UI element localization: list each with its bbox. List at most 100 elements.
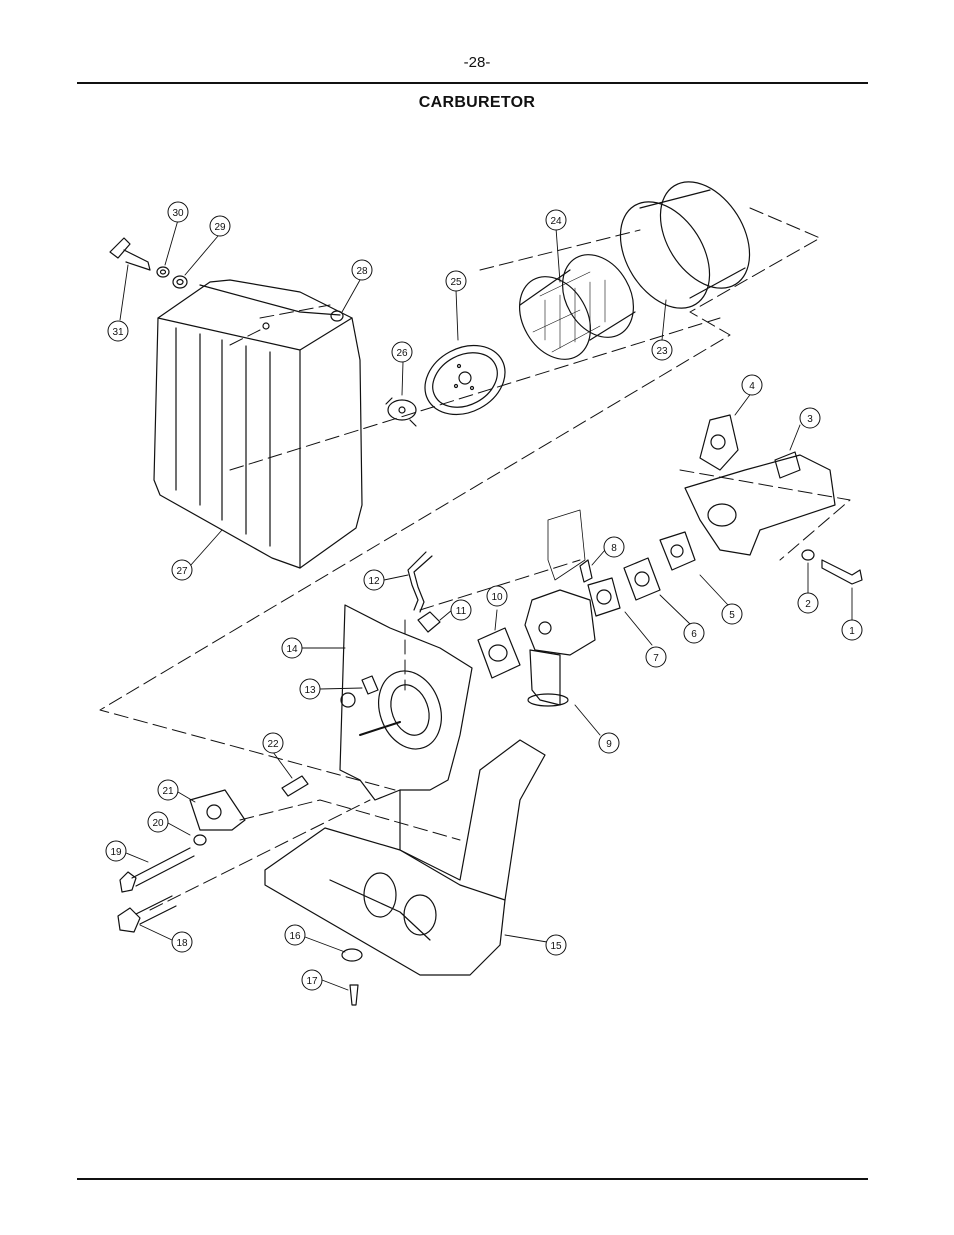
- part-11-clip: [417, 611, 441, 633]
- callout-5: 5: [721, 603, 743, 625]
- part-17-screw: [349, 984, 359, 1006]
- callout-6: 6: [683, 622, 705, 644]
- svg-text:30: 30: [172, 208, 184, 219]
- callout-26: 26: [391, 341, 413, 363]
- part-6-spacer: [623, 557, 661, 601]
- part-9-carburetor: [524, 509, 596, 707]
- svg-text:9: 9: [606, 739, 612, 750]
- callout-17: 17: [301, 969, 323, 991]
- part-1-bolt: [821, 559, 863, 585]
- part-16-washer: [341, 948, 363, 962]
- part-12-breather-tube: [407, 551, 433, 613]
- svg-text:21: 21: [162, 786, 174, 797]
- footer-rule: [77, 1178, 868, 1180]
- callout-23: 23: [651, 339, 673, 361]
- svg-text:3: 3: [807, 414, 813, 425]
- svg-text:8: 8: [611, 543, 617, 554]
- svg-text:29: 29: [214, 222, 226, 233]
- part-8-fitting: [579, 559, 593, 583]
- callout-29: 29: [209, 215, 231, 237]
- callout-10: 10: [486, 585, 508, 607]
- part-3-bracket: [684, 451, 836, 556]
- svg-text:4: 4: [749, 381, 755, 392]
- callout-14: 14: [281, 637, 303, 659]
- svg-text:13: 13: [304, 685, 316, 696]
- svg-text:12: 12: [368, 576, 380, 587]
- part-14-backing-plate: [339, 604, 473, 801]
- part-19-bolt: [119, 847, 195, 893]
- callout-27: 27: [171, 559, 193, 581]
- svg-text:24: 24: [550, 216, 562, 227]
- callout-13: 13: [299, 678, 321, 700]
- page-number: -28-: [463, 54, 491, 71]
- svg-text:18: 18: [176, 938, 188, 949]
- part-30-nut: [156, 266, 170, 278]
- svg-text:5: 5: [729, 610, 735, 621]
- svg-text:10: 10: [491, 592, 503, 603]
- callout-24: 24: [545, 209, 567, 231]
- page-title: CARBURETOR: [418, 94, 536, 111]
- part-31-knob: [109, 237, 151, 271]
- callout-19: 19: [105, 840, 127, 862]
- callout-20: 20: [147, 811, 169, 833]
- svg-text:7: 7: [653, 653, 659, 664]
- part-15-air-cleaner-base: [264, 739, 546, 976]
- part-23-filter-housing: [619, 181, 751, 309]
- part-20-washer: [193, 834, 207, 846]
- callout-28: 28: [351, 259, 373, 281]
- callout-12: 12: [363, 569, 385, 591]
- callout-25: 25: [445, 270, 467, 292]
- callout-18: 18: [171, 931, 193, 953]
- part-4-gasket: [699, 414, 739, 471]
- svg-text:6: 6: [691, 629, 697, 640]
- callout-8: 8: [603, 536, 625, 558]
- svg-text:20: 20: [152, 818, 164, 829]
- part-24-filter-element: [519, 254, 636, 360]
- svg-text:26: 26: [396, 348, 408, 359]
- callout-9: 9: [598, 732, 620, 754]
- callout-16: 16: [284, 924, 306, 946]
- callout-1: 1: [841, 619, 863, 641]
- part-29-washer: [172, 275, 188, 289]
- part-10-gasket: [477, 627, 521, 679]
- part-27-air-cleaner-cover: [153, 279, 363, 569]
- svg-text:28: 28: [356, 266, 368, 277]
- assembly-guide-lines: [99, 207, 851, 911]
- svg-text:23: 23: [656, 346, 668, 357]
- callout-labels: 1 2 3 4 5 6 7 8 9 10 11 12 13 14 15 16 1…: [105, 201, 863, 991]
- part-7-gasket: [587, 577, 621, 617]
- svg-text:19: 19: [110, 847, 122, 858]
- part-2-washer: [801, 549, 815, 561]
- svg-text:14: 14: [286, 644, 298, 655]
- part-25-pre-cleaner: [424, 344, 506, 416]
- callout-22: 22: [262, 732, 284, 754]
- part-18-bolt: [117, 895, 177, 933]
- callout-11: 11: [450, 599, 472, 621]
- callout-21: 21: [157, 779, 179, 801]
- svg-text:1: 1: [849, 626, 855, 637]
- callout-15: 15: [545, 934, 567, 956]
- callout-4: 4: [741, 374, 763, 396]
- svg-text:31: 31: [112, 327, 124, 338]
- part-13-spacer: [361, 675, 379, 695]
- leader-lines: [119, 219, 853, 991]
- callout-2: 2: [797, 592, 819, 614]
- svg-text:22: 22: [267, 739, 279, 750]
- header-rule: [77, 82, 868, 84]
- svg-text:27: 27: [176, 566, 188, 577]
- callout-30: 30: [167, 201, 189, 223]
- svg-text:17: 17: [306, 976, 318, 987]
- svg-text:25: 25: [450, 277, 462, 288]
- part-28-clip: [330, 310, 344, 322]
- part-26-plate: [385, 397, 417, 427]
- callout-3: 3: [799, 407, 821, 429]
- callout-31: 31: [107, 320, 129, 342]
- svg-text:2: 2: [805, 599, 811, 610]
- part-22-rod: [281, 775, 309, 797]
- part-21-gasket: [189, 789, 246, 831]
- svg-text:11: 11: [456, 606, 467, 617]
- svg-text:16: 16: [289, 931, 301, 942]
- svg-text:15: 15: [550, 941, 562, 952]
- part-5-gasket: [659, 531, 696, 571]
